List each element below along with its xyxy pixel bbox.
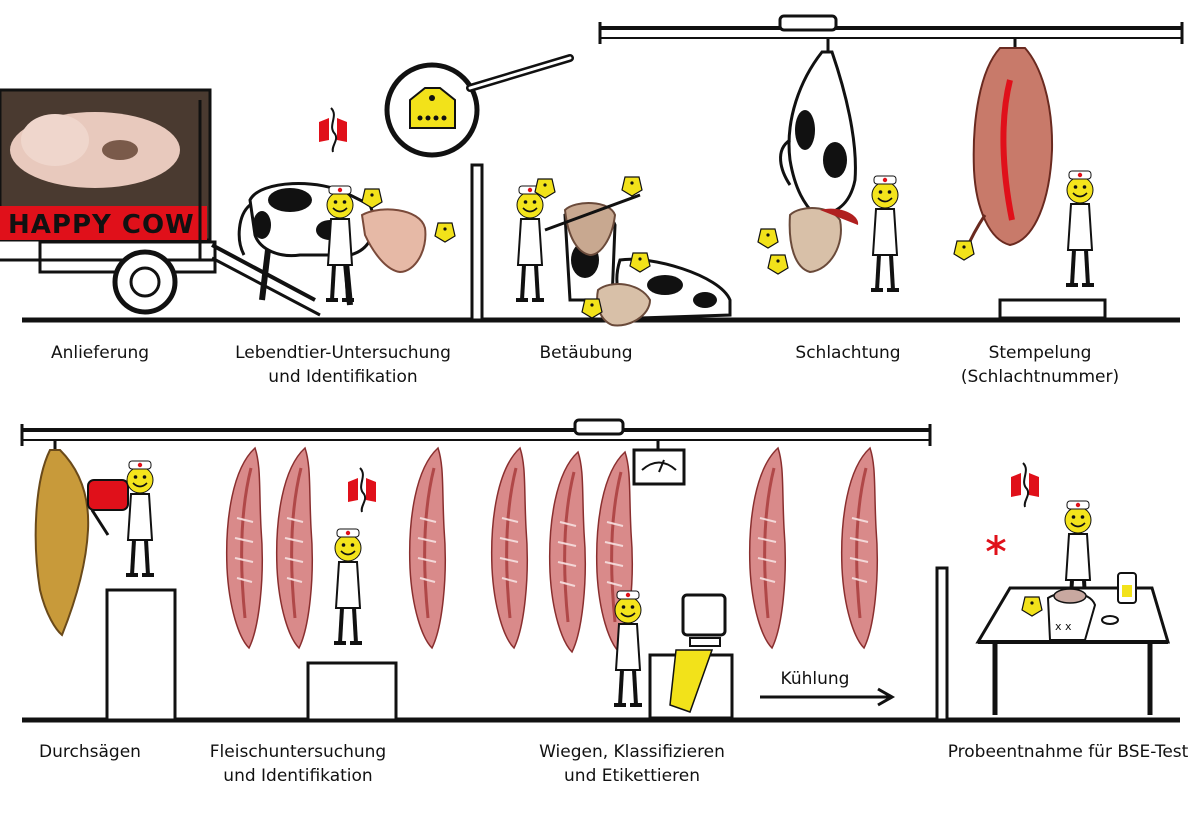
hanging-cow — [779, 38, 859, 274]
delivery-truck: HAPPY COW — [0, 88, 321, 317]
inspection-platform — [306, 661, 398, 722]
stage-label-schlachtung: Schlachtung — [795, 343, 900, 363]
stage-label-wiegen: Wiegen, Klassifizieren — [539, 742, 725, 762]
area-divider-post — [935, 566, 949, 722]
id-flag-icon — [318, 107, 348, 153]
ear-tag-icon — [767, 254, 789, 275]
top-overhead-rail — [598, 14, 1184, 44]
stage-label-anlieferung: Anlieferung — [51, 343, 149, 363]
slaughter-worker — [871, 176, 899, 290]
stage-label-stempelung-line2: (Schlachtnummer) — [961, 367, 1119, 387]
truck-banner-text: HAPPY COW — [8, 210, 195, 240]
stage-label-durchsaegen: Durchsägen — [39, 742, 141, 762]
stage-label-fleischuntersuchung-line2: und Identifikation — [223, 766, 372, 786]
stage-label-probeentnahme: Probeentnahme für BSE-Test — [948, 742, 1189, 762]
chainsaw-icon — [87, 479, 129, 536]
stage-label-lebendtier: Lebendtier-Untersuchung — [235, 343, 451, 363]
pen-divider-post — [470, 163, 484, 322]
cooling-arrow — [760, 687, 896, 707]
truck-banner — [0, 206, 207, 240]
ear-tag-icon — [757, 228, 779, 249]
stage-label-stempelung: Stempelung — [989, 343, 1092, 363]
stamping-worker — [1066, 171, 1094, 285]
scale-display — [632, 440, 686, 486]
stage-label-wiegen-line2: und Etikettieren — [564, 766, 700, 786]
stamping-platform — [998, 298, 1107, 320]
hanging-half-carcasses — [225, 446, 879, 654]
svg-text:x x: x x — [1055, 620, 1072, 633]
stage-label-lebendtier-line2: und Identifikation — [268, 367, 417, 387]
stamped-carcass — [963, 38, 1054, 253]
asterisk-icon — [986, 535, 1006, 555]
ear-tag-icon — [434, 222, 456, 243]
sawing-platform — [105, 588, 177, 722]
cooling-label: Kühlung — [781, 669, 850, 689]
stage-label-betaeubung: Betäubung — [539, 343, 632, 363]
magnifier-icon — [384, 54, 574, 158]
weighing-terminal — [648, 593, 734, 720]
stunning-worker — [516, 186, 544, 300]
sampling-table: x x — [975, 572, 1171, 715]
half-carcass-sawing — [34, 440, 90, 637]
ear-tag-icon — [581, 298, 603, 319]
ear-tag-icon — [953, 240, 975, 261]
ear-tag-icon — [621, 176, 643, 197]
bottom-overhead-rail — [20, 418, 932, 446]
id-flag-icon — [347, 467, 377, 513]
stage-label-fleischuntersuchung: Fleischuntersuchung — [210, 742, 386, 762]
id-flag-icon — [1010, 462, 1040, 508]
sawing-worker — [126, 461, 154, 575]
stunned-cow — [544, 193, 732, 327]
meat-inspector-worker — [334, 529, 362, 643]
weighing-worker — [614, 591, 642, 705]
